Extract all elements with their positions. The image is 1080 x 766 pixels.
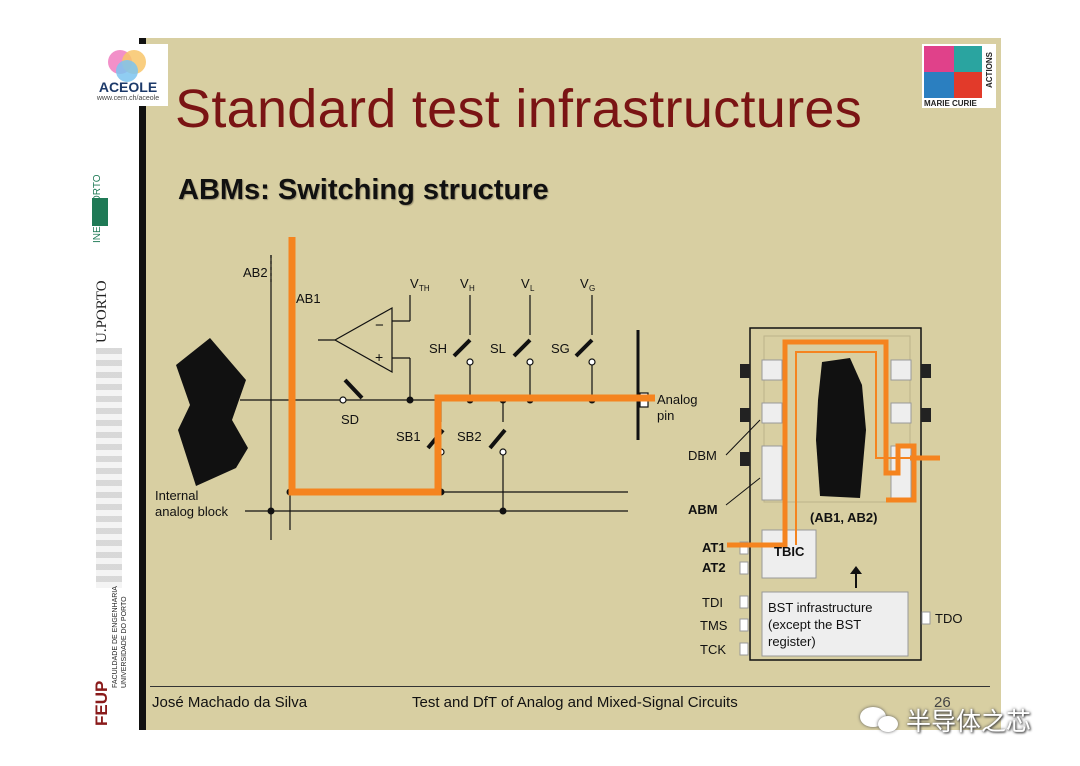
junction-dots [267, 396, 596, 515]
chip-highlight-path [727, 339, 917, 548]
sg-switch-blade [574, 338, 594, 358]
inesc-logo-mark [92, 198, 108, 226]
bst-arrow-head [850, 566, 862, 574]
tbic-block [761, 529, 817, 579]
sd-switch-blade [343, 378, 364, 400]
footer-course: Test and DfT of Analog and Mixed-Signal … [412, 694, 738, 711]
marie-curie-logo: MARIE CURIE ACTIONS [922, 44, 996, 108]
label-internal-1: Internal [155, 488, 198, 503]
sg-contact [588, 358, 596, 366]
aceole-circles [108, 50, 146, 82]
label-vl: V [521, 276, 530, 291]
label-ab2: AB2 [243, 265, 268, 280]
highlighted-signal-path [288, 237, 655, 496]
slide-subtitle: ABMs: Switching structure [178, 174, 549, 206]
label-tdo: TDO [935, 611, 962, 626]
label-abm: ABM [688, 502, 718, 517]
tck-pin [739, 642, 749, 656]
label-sg: SG [551, 341, 570, 356]
mc-tile-2 [954, 46, 982, 72]
sb2-switch-blade [488, 428, 507, 450]
tdi-pin [739, 595, 749, 609]
label-op-plus: + [375, 349, 383, 365]
footer-page-number: 26 [934, 694, 951, 711]
sidebar-edge [139, 38, 146, 730]
label-analog-pin-2: pin [657, 408, 674, 423]
label-tbic: TBIC [774, 544, 805, 559]
institution-sidebar: INESC PORTO U.PORTO FEUP FACULDADE DE EN… [80, 38, 146, 730]
sh-switch-blade [452, 338, 472, 358]
sb2-contact [499, 448, 507, 456]
watermark-text: 半导体之芯 [906, 708, 1032, 736]
sl-switch-blade [512, 338, 532, 358]
marie-curie-text: MARIE CURIE [924, 99, 977, 108]
dbm-cell-2 [761, 402, 783, 424]
tdo-pin [921, 611, 931, 625]
analog-core [816, 358, 866, 498]
label-core: (AB1, AB2) [810, 510, 877, 525]
label-at2: AT2 [702, 560, 726, 575]
pin-right-2 [921, 408, 931, 422]
label-at1: AT1 [702, 540, 726, 555]
chip-highlight-thin [795, 351, 940, 545]
bst-infrastructure-box [761, 591, 909, 657]
sd-contact [339, 396, 347, 404]
pin-left-2 [740, 408, 750, 422]
label-sl: SL [490, 341, 506, 356]
label-tdi: TDI [702, 595, 723, 610]
footer-divider [150, 686, 990, 687]
aceole-logo: ACEOLE www.cern.ch/aceole [88, 44, 168, 106]
label-analog-pin-1: Analog [657, 392, 697, 407]
label-dbm: DBM [688, 448, 717, 463]
label-op-minus: − [375, 317, 384, 334]
footer-author: José Machado da Silva [152, 694, 308, 711]
sh-contact [466, 358, 474, 366]
slide-title: Standard test infrastructures [175, 79, 863, 139]
dbm-arrow [725, 419, 761, 456]
abm-arrow [725, 477, 761, 506]
dbm-cell-3 [890, 359, 912, 381]
dbm-cell-1 [761, 359, 783, 381]
label-vth-sub: TH [419, 284, 430, 293]
sl-contact [526, 358, 534, 366]
label-sd: SD [341, 412, 359, 427]
tms-pin [739, 618, 749, 632]
mc-tile-1 [924, 46, 954, 72]
building-image [96, 348, 122, 588]
abm-cell-left [761, 445, 783, 501]
label-vl-sub: L [530, 284, 535, 293]
aceole-url: www.cern.ch/aceole [96, 95, 160, 102]
label-vth: V [410, 276, 419, 291]
label-sh: SH [429, 341, 447, 356]
mc-tile-4 [954, 72, 982, 98]
label-vg-sub: G [589, 284, 595, 293]
label-sb2: SB2 [457, 429, 482, 444]
label-tms: TMS [700, 618, 728, 633]
label-vh-sub: H [469, 284, 475, 293]
label-ab1: AB1 [296, 291, 321, 306]
label-vg: V [580, 276, 589, 291]
label-bst-2: (except the BST [768, 617, 861, 632]
label-internal-2: analog block [155, 504, 228, 519]
label-vh: V [460, 276, 469, 291]
wechat-icon-bubble [878, 716, 898, 732]
label-tck: TCK [700, 642, 726, 657]
dbm-cell-4 [890, 402, 912, 424]
pin-left-3 [740, 452, 750, 466]
pin-left-1 [740, 364, 750, 378]
aceole-name: ACEOLE [98, 79, 158, 95]
chip-diagram [725, 327, 931, 661]
label-bst-1: BST infrastructure [768, 600, 873, 615]
at1-pin [739, 541, 749, 555]
pin-right-1 [921, 364, 931, 378]
comparator-opamp [333, 306, 393, 374]
at2-pin [739, 561, 749, 575]
internal-analog-block [176, 338, 248, 486]
label-bst-3: register) [768, 634, 816, 649]
label-sb1: SB1 [396, 429, 421, 444]
mc-tile-3 [924, 72, 954, 98]
